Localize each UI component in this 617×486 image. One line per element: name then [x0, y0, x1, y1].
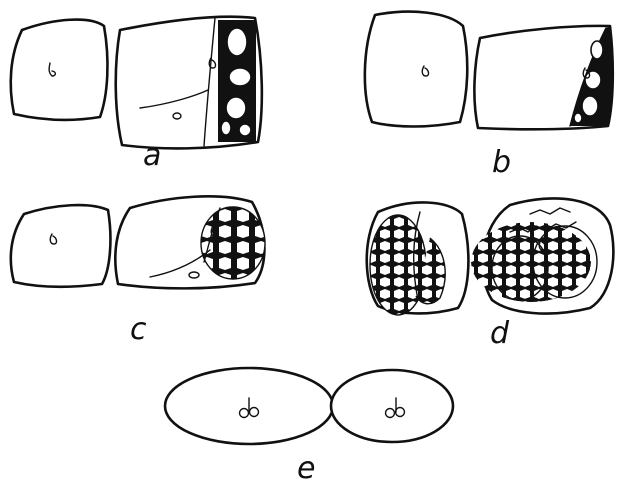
nuclear-net-c [201, 207, 265, 279]
panel-label-c: c [130, 312, 147, 347]
panel-c: c [11, 196, 265, 347]
vacuole-pattern-a [218, 20, 256, 142]
panel-label-b: b [492, 145, 511, 180]
cell-b-left [365, 12, 467, 127]
panel-label-a: a [143, 138, 161, 173]
panel-d: d [367, 198, 614, 351]
cell-c-left [11, 205, 111, 287]
panel-label-d: d [490, 316, 510, 351]
panel-label-e: e [297, 451, 315, 486]
cell-e-right [331, 370, 453, 442]
cell-a-left [11, 20, 108, 120]
panel-b: b [365, 12, 613, 180]
panel-e: e [165, 368, 453, 486]
panel-a: a [11, 17, 262, 173]
